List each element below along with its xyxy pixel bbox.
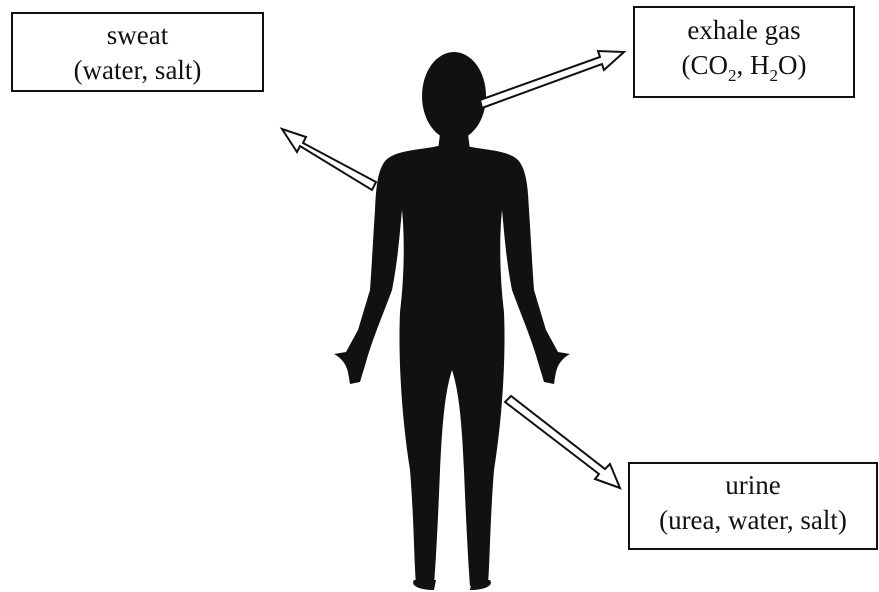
detail-part: , H <box>737 50 770 80</box>
detail-part: O) <box>778 50 807 80</box>
detail-part: (CO <box>682 50 729 80</box>
exhale-gas-box: exhale gas (CO2, H2O) <box>633 6 855 98</box>
subscript: 2 <box>770 66 779 85</box>
arrow-to-urine <box>505 396 620 488</box>
subscript: 2 <box>728 66 737 85</box>
human-silhouette <box>334 52 570 590</box>
urine-detail: (urea, water, salt) <box>630 503 876 538</box>
arrow-to-sweat <box>282 129 376 190</box>
sweat-box: sweat (water, salt) <box>11 12 264 92</box>
arrow-to-exhale <box>480 51 624 108</box>
sweat-detail: (water, salt) <box>13 53 262 88</box>
exhale-gas-label: exhale gas <box>635 13 853 48</box>
urine-label: urine <box>630 468 876 503</box>
exhale-gas-detail: (CO2, H2O) <box>635 48 853 83</box>
sweat-label: sweat <box>13 18 262 53</box>
urine-box: urine (urea, water, salt) <box>628 462 878 550</box>
